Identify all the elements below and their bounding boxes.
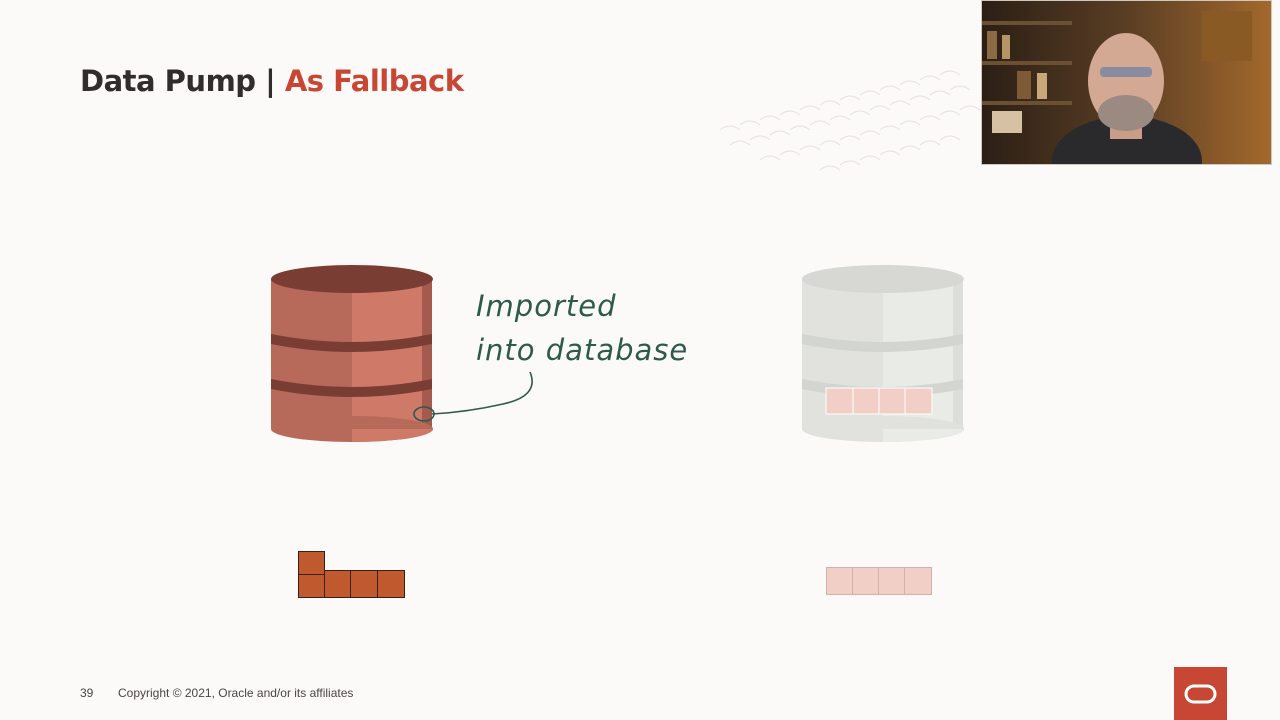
title-accent: As Fallback: [284, 64, 464, 98]
target-database-icon: [802, 265, 964, 442]
faded-file-blocks: [826, 567, 932, 595]
oracle-logo-icon: [1174, 667, 1227, 720]
presenter-video-frame: [982, 1, 1271, 164]
annotation-line-2: into database: [476, 333, 689, 367]
annotation-arrow: [413, 371, 533, 422]
dump-file-blocks: [298, 551, 405, 598]
source-database-icon: [271, 265, 433, 442]
decorative-pattern: [719, 70, 981, 171]
import-annotation: Imported into database: [476, 284, 688, 372]
slide-title: Data Pump | As Fallback: [80, 64, 464, 98]
presenter-video: [981, 0, 1272, 165]
imported-blocks: [825, 387, 933, 415]
page-number: 39: [80, 686, 94, 700]
title-main: Data Pump |: [80, 64, 285, 98]
copyright-text: Copyright © 2021, Oracle and/or its affi…: [118, 686, 354, 700]
annotation-line-1: Imported: [476, 289, 617, 323]
